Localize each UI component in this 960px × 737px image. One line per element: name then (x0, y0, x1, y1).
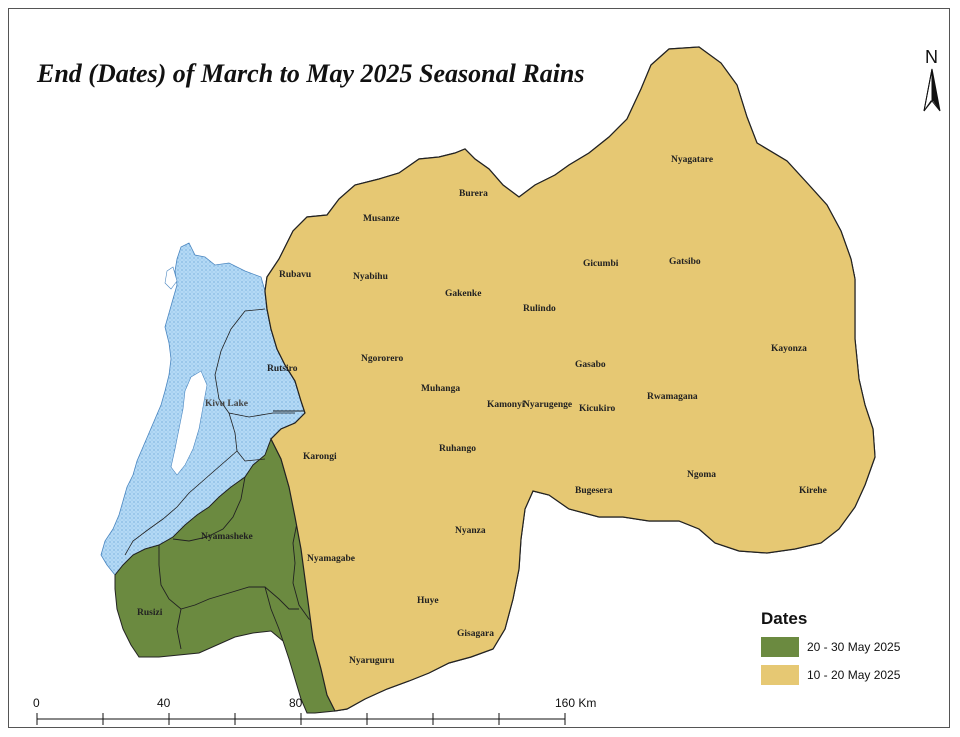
district-label-nyanza: Nyanza (455, 526, 486, 536)
district-label-bugesera: Bugesera (575, 486, 613, 496)
district-label-nyagatare: Nyagatare (671, 155, 713, 165)
legend-item: 10 - 20 May 2025 (761, 663, 900, 687)
district-label-gakenke: Gakenke (445, 289, 481, 299)
north-label: N (925, 47, 938, 67)
district-label-burera: Burera (459, 189, 488, 199)
district-label-rusizi: Rusizi (137, 608, 163, 618)
district-label-gicumbi: Gicumbi (583, 259, 619, 269)
legend-swatch (761, 665, 799, 685)
lake-boundary-lines (124, 308, 295, 556)
scale-label-160: 160 Km (555, 696, 596, 710)
lake-label: Kivu Lake (205, 399, 248, 409)
scale-label-80: 80 (289, 696, 303, 710)
district-label-nyarugenge: Nyarugenge (523, 400, 572, 410)
district-label-gasabo: Gasabo (575, 360, 606, 370)
district-label-nyaruguru: Nyaruguru (349, 656, 395, 666)
lake-island (164, 266, 178, 290)
lake-island (170, 370, 208, 476)
scale-label-0: 0 (33, 696, 40, 710)
district-label-ngoma: Ngoma (687, 470, 716, 480)
district-label-rulindo: Rulindo (523, 304, 556, 314)
scale-label-40: 40 (157, 696, 171, 710)
legend: Dates 20 - 30 May 2025 10 - 20 May 2025 (761, 609, 900, 691)
district-label-kayonza: Kayonza (771, 344, 807, 354)
district-label-kirehe: Kirehe (799, 486, 827, 496)
legend-item: 20 - 30 May 2025 (761, 635, 900, 659)
district-label-kamonyi: Kamonyi (487, 400, 525, 410)
district-label-karongi: Karongi (303, 452, 337, 462)
district-label-nyamagabe: Nyamagabe (307, 554, 355, 564)
district-label-muhanga: Muhanga (421, 384, 460, 394)
legend-title: Dates (761, 609, 808, 628)
district-label-musanze: Musanze (363, 214, 399, 224)
legend-label: 10 - 20 May 2025 (807, 668, 901, 682)
district-label-rutsiro: Rutsiro (267, 364, 298, 374)
district-label-nyamasheke: Nyamasheke (201, 532, 253, 542)
district-label-gisagara: Gisagara (457, 629, 494, 639)
district-label-kicukiro: Kicukiro (579, 404, 615, 414)
district-label-ruhango: Ruhango (439, 444, 476, 454)
district-label-rubavu: Rubavu (279, 270, 312, 280)
district-label-ngororero: Ngororero (361, 354, 403, 364)
district-label-huye: Huye (417, 596, 439, 606)
district-label-gatsibo: Gatsibo (669, 257, 701, 267)
legend-swatch (761, 637, 799, 657)
district-label-nyabihu: Nyabihu (353, 272, 389, 282)
map-title: End (Dates) of March to May 2025 Seasona… (37, 59, 585, 88)
district-label-rwamagana: Rwamagana (647, 392, 698, 402)
legend-label: 20 - 30 May 2025 (807, 640, 901, 654)
scale-bar: 0 40 80 160 Km (33, 696, 596, 725)
north-arrow-icon (923, 68, 941, 112)
